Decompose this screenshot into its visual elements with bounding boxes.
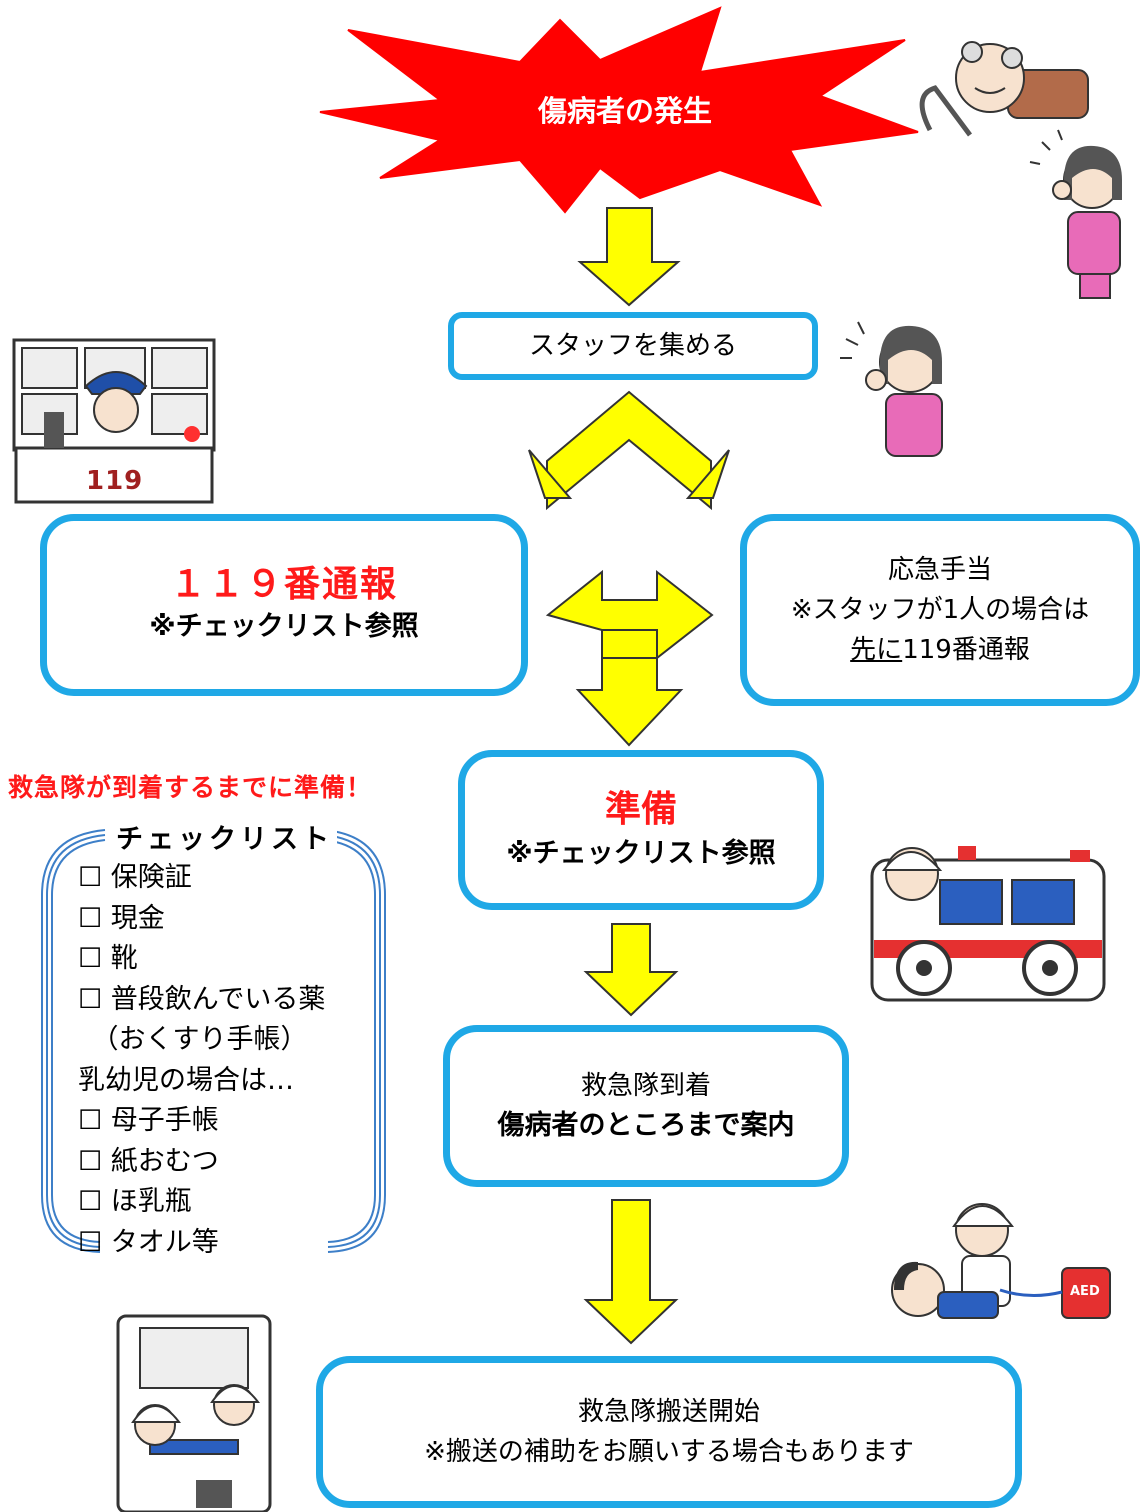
step-gather-label: スタッフを集める bbox=[528, 331, 737, 361]
first-aid-title: 応急手当 bbox=[887, 555, 992, 585]
step-first-aid: 応急手当 ※スタッフが1人の場合は 先に119番通報 bbox=[740, 514, 1140, 706]
checklist-item: ☐ 紙おむつ bbox=[78, 1145, 219, 1177]
step-transport: 救急隊搬送開始 ※搬送の補助をお願いする場合もあります bbox=[316, 1356, 1022, 1508]
transport-title: 救急隊搬送開始 bbox=[577, 1397, 760, 1427]
checklist-item: ☐ 靴 bbox=[78, 943, 138, 974]
step-119-title: １１９番通報 bbox=[169, 564, 398, 605]
first-aid-rest: 119番通報 bbox=[902, 635, 1030, 665]
arrival-title: 救急隊到着 bbox=[580, 1071, 711, 1101]
checklist-item: ☐ 保険証 bbox=[78, 862, 192, 893]
step-gather-staff: スタッフを集める bbox=[448, 312, 818, 380]
checklist-item: ☐ 現金 bbox=[78, 902, 165, 934]
checklist-item: ☐ 普段飲んでいる薬 bbox=[78, 983, 326, 1015]
checklist-title: チェックリスト bbox=[112, 817, 337, 856]
checklist-item: ☐ 母子手帳 bbox=[78, 1105, 219, 1136]
checklist-items: ☐ 保険証 ☐ 現金 ☐ 靴 ☐ 普段飲んでいる薬 （おくすり手帳） 乳幼児の場… bbox=[78, 858, 325, 1263]
burst-label: 傷病者の発生 bbox=[537, 94, 712, 128]
transport-note: ※搬送の補助をお願いする場合もあります bbox=[424, 1437, 914, 1467]
warning-text: 救急隊が到着するまでに準備！ bbox=[8, 773, 373, 802]
step-119-note: ※チェックリスト参照 bbox=[149, 611, 419, 642]
dispatcher-119-label: 119 bbox=[86, 466, 144, 496]
checklist-item: ☐ ほ乳瓶 bbox=[78, 1186, 192, 1217]
prepare-title: 準備 bbox=[604, 789, 677, 830]
first-aid-note-line2: 先に119番通報 bbox=[850, 630, 1030, 670]
first-aid-underlined: 先に bbox=[850, 635, 903, 665]
checklist-subheading: 乳幼児の場合は… bbox=[78, 1064, 294, 1096]
first-aid-note: ※スタッフが1人の場合は bbox=[790, 595, 1090, 625]
step-arrival: 救急隊到着 傷病者のところまで案内 bbox=[443, 1025, 849, 1187]
step-119-call: １１９番通報 ※チェックリスト参照 bbox=[40, 514, 528, 696]
aed-label: AED bbox=[1070, 1284, 1100, 1299]
checklist-item: （おくすり手帳） bbox=[78, 1024, 308, 1055]
step-prepare: 準備 ※チェックリスト参照 bbox=[458, 750, 824, 910]
checklist-item: ☐ タオル等 bbox=[78, 1226, 219, 1258]
prepare-note: ※チェックリスト参照 bbox=[506, 838, 776, 869]
arrival-note: 傷病者のところまで案内 bbox=[497, 1110, 795, 1141]
